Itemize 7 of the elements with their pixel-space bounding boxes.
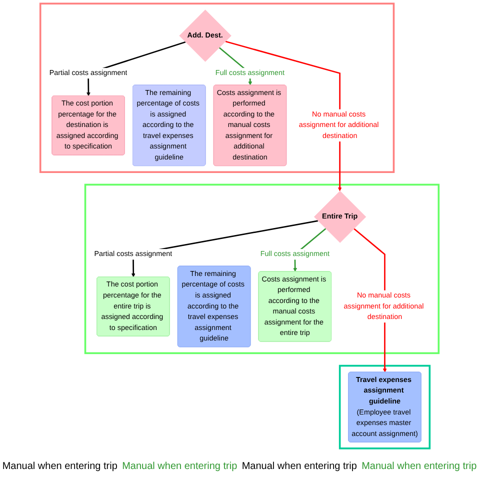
cluster <box>39 2 395 173</box>
note-text: Manual when entering trip <box>362 460 477 472</box>
cluster <box>338 364 431 450</box>
note-text: Manual when entering trip <box>242 460 357 472</box>
note-text: Manual when entering trip <box>122 460 238 472</box>
note-text: Manual when entering trip <box>2 460 118 472</box>
cluster <box>84 184 440 354</box>
